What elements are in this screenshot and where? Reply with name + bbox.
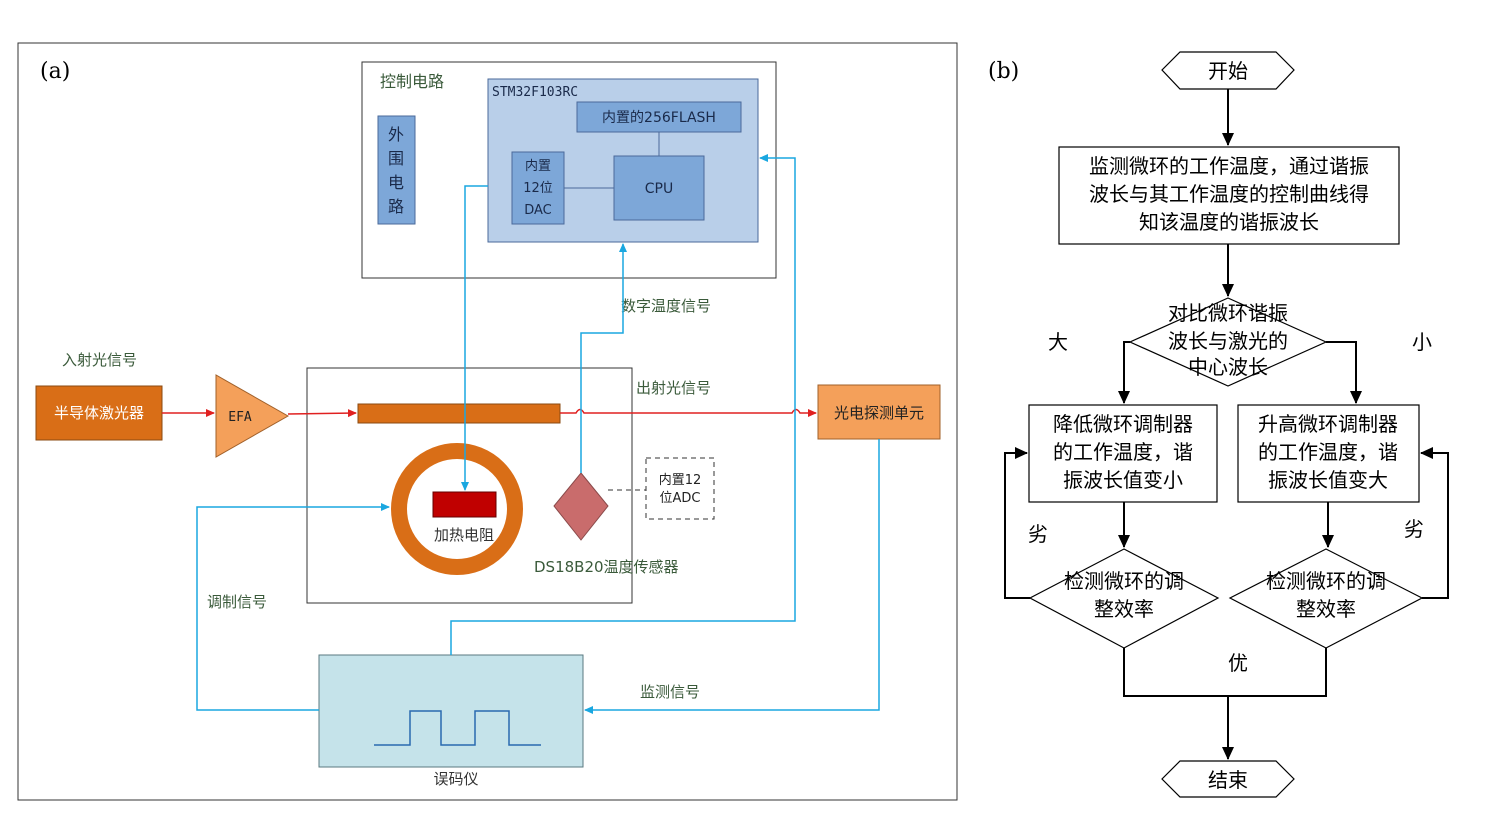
large-branch-label: 大 [1048, 330, 1068, 354]
sensor-label: DS18B20温度传感器 [534, 558, 679, 576]
lower-line: 降低微环调制器 [1053, 412, 1193, 436]
compare-line: 对比微环谐振 [1168, 301, 1288, 325]
efa-label: EFA [228, 410, 252, 425]
laser-label: 半导体激光器 [54, 404, 144, 422]
better-merge [1123, 648, 1327, 697]
output-light-label: 出射光信号 [636, 379, 711, 397]
waveguide-bar [357, 403, 561, 424]
peripheral-char: 外 [388, 125, 404, 144]
worse-loop-left [1004, 447, 1030, 599]
step1-line: 知该温度的谐振波长 [1139, 210, 1319, 234]
dac-to-heater-signal [461, 185, 488, 491]
detect-right-line: 检测微环的调 [1266, 569, 1386, 593]
monitor-temperature-step [1058, 146, 1400, 245]
step1-line: 波长与其工作温度的控制曲线得 [1089, 182, 1369, 206]
dac-line: DAC [524, 203, 552, 218]
compare-line: 波长与激光的 [1168, 329, 1288, 353]
adc-box [645, 457, 715, 520]
heater-resistor [432, 491, 497, 518]
flow-arrow [1326, 341, 1362, 404]
detect-left-line: 整效率 [1094, 597, 1154, 621]
start-label: 开始 [1208, 59, 1248, 83]
adc-line: 位ADC [660, 491, 701, 506]
panel-a: (a) 控制电路 外 围 电 路 STM32F103RC 内置的256FLASH… [17, 42, 958, 801]
heater-label: 加热电阻 [434, 526, 494, 544]
adc-line: 内置12 [659, 472, 702, 488]
peripheral-char: 围 [388, 149, 404, 168]
start-terminal [1161, 51, 1295, 90]
raise-line: 升高微环调制器 [1258, 412, 1398, 436]
sensor-to-mcu-signal [580, 243, 627, 473]
ber-tester-label: 误码仪 [433, 770, 478, 788]
peripheral-circuit-box [377, 115, 416, 225]
flash-label: 内置的256FLASH [602, 110, 716, 126]
flash-box [576, 101, 742, 133]
step1-line: 监测微环的工作温度，通过谐振 [1089, 154, 1369, 178]
worse-loop-right [1420, 447, 1449, 599]
dac-line: 12位 [523, 181, 553, 196]
peripheral-char: 路 [388, 197, 404, 216]
panel-a-frame [17, 42, 958, 801]
chip-area-box [306, 367, 633, 604]
digital-temp-signal-label: 数字温度信号 [621, 297, 711, 315]
temperature-sensor-diamond [553, 472, 609, 541]
flow-arrow [1118, 341, 1130, 404]
raise-line: 振波长值变大 [1268, 468, 1388, 492]
end-label: 结束 [1208, 768, 1248, 792]
end-terminal [1161, 760, 1295, 798]
raise-line: 的工作温度，谐 [1258, 440, 1398, 464]
control-circuit-title: 控制电路 [380, 72, 444, 91]
compare-line: 中心波长 [1188, 355, 1268, 379]
mcu-label: STM32F103RC [492, 85, 578, 100]
efa-amplifier [215, 374, 290, 458]
detect-left-line: 检测微环的调 [1064, 569, 1184, 593]
monitor-signal-path [584, 439, 880, 714]
lower-line: 的工作温度，谐 [1053, 440, 1193, 464]
modulation-signal-label: 调制信号 [207, 593, 267, 611]
microring-resonator [391, 443, 523, 575]
worse-right-label: 劣 [1404, 517, 1424, 541]
monitor-signal-label: 监测信号 [640, 683, 700, 701]
ber-waveform [374, 710, 541, 746]
incident-light-label: 入射光信号 [62, 351, 137, 369]
laser-box [35, 385, 163, 441]
better-label: 优 [1228, 651, 1248, 675]
waveguide-to-detector-beam [560, 408, 817, 417]
worse-left-label: 劣 [1028, 522, 1048, 546]
raise-temperature-step [1237, 404, 1420, 503]
photodetector-box [817, 384, 941, 440]
ber-to-mcu-signal [450, 154, 796, 655]
peripheral-char: 电 [388, 173, 404, 192]
panel-a-label: (a) [40, 59, 70, 84]
panel-b-label: (b) [988, 59, 1019, 84]
lower-line: 振波长值变小 [1063, 468, 1183, 492]
small-branch-label: 小 [1412, 330, 1432, 354]
photodetector-label: 光电探测单元 [834, 404, 924, 422]
efa-to-waveguide-beam [287, 409, 357, 418]
cpu-label: CPU [645, 181, 673, 197]
ber-tester-box [318, 654, 584, 768]
compare-decision [1128, 297, 1328, 387]
lower-temperature-step [1028, 404, 1218, 503]
panel-b: (b) 开始 监测微环的工作温度，通过谐振 波长与其工作温度的控制曲线得 知该温… [988, 51, 1449, 798]
dac-line: 内置 [525, 158, 551, 174]
modulation-signal-path [196, 503, 390, 711]
detect-right-line: 整效率 [1296, 597, 1356, 621]
dac-box [511, 151, 565, 225]
